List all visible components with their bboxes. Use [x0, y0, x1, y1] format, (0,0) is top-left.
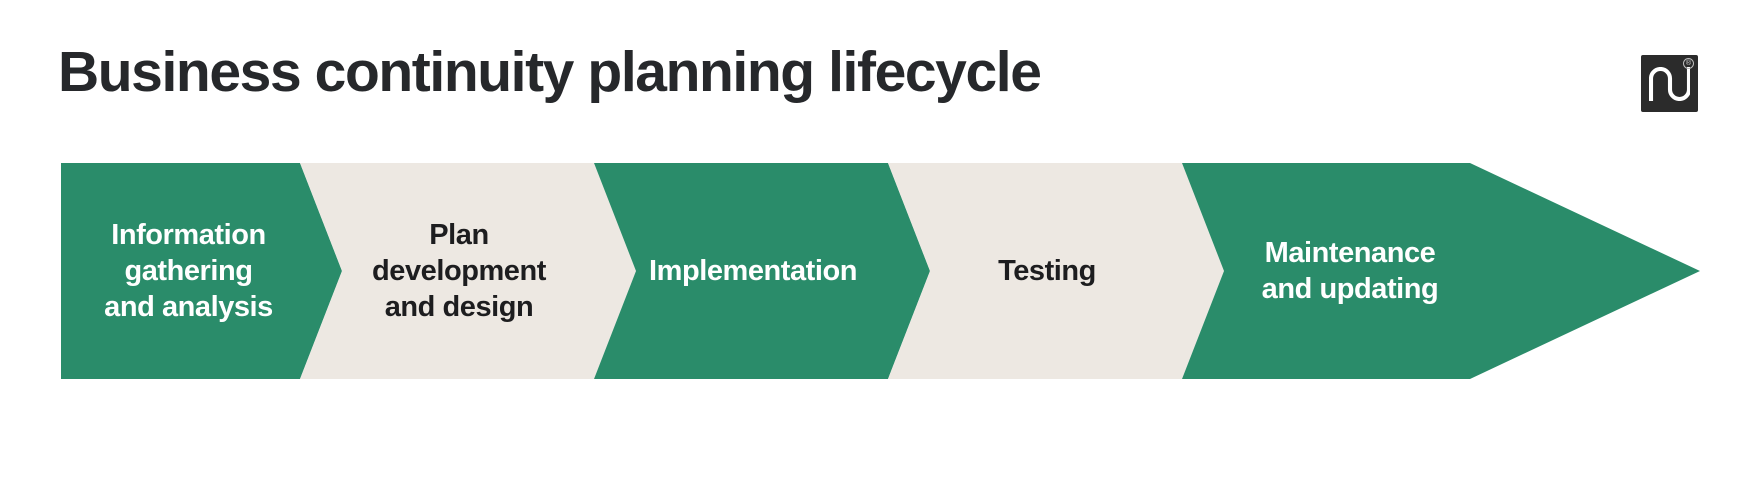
page-title: Business continuity planning lifecycle — [58, 40, 1042, 104]
chevron-stage-3-label: Implementation — [649, 255, 857, 287]
chevron-stage-4[interactable] — [888, 163, 1224, 379]
registered-trademark-icon: ® — [1683, 58, 1694, 69]
chevron-stage-5[interactable] — [1182, 163, 1700, 379]
chevron-stage-1-label: Information gathering and analysis — [104, 219, 273, 323]
chevron-stage-1[interactable] — [61, 163, 342, 379]
chevron-stage-4-label: Testing — [998, 255, 1096, 287]
chevron-shapes — [61, 163, 1700, 379]
chevron-stage-2-label: Plan development and design — [372, 219, 546, 323]
chevron-stage-3[interactable] — [594, 163, 930, 379]
process-flow-chevron-band: Information gathering and analysis Plan … — [0, 163, 1760, 379]
chevron-stage-2[interactable] — [300, 163, 636, 379]
pd-monogram-icon — [1649, 67, 1690, 101]
pandadoc-logo: ® — [1641, 55, 1698, 112]
header: Business continuity planning lifecycle ® — [0, 0, 1760, 150]
chevron-stage-5-label: Maintenance and updating — [1261, 237, 1439, 305]
